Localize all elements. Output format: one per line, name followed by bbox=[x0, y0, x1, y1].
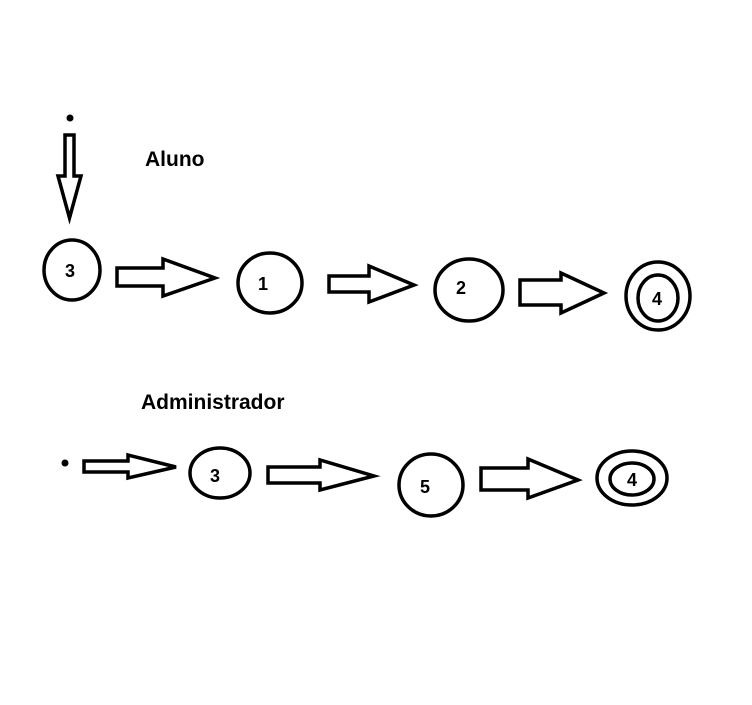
final-state-node: 4 bbox=[595, 449, 669, 507]
initial-state-dot bbox=[61, 459, 69, 467]
state-node: 3 bbox=[188, 446, 252, 500]
state-label: 4 bbox=[652, 289, 662, 309]
state-node: 5 bbox=[397, 452, 465, 518]
state-label: 3 bbox=[65, 261, 75, 281]
final-state-node: 4 bbox=[624, 260, 692, 332]
initial-transition-arrow bbox=[55, 133, 84, 225]
state-node: 3 bbox=[42, 238, 102, 302]
state-node: 1 bbox=[236, 251, 304, 315]
transition-arrow bbox=[266, 457, 381, 493]
diagram-aluno: Aluno 3 1 2 4 bbox=[42, 114, 692, 332]
diagram-administrador: Administrador 3 5 4 bbox=[61, 391, 669, 518]
transition-arrow bbox=[327, 263, 419, 305]
initial-state-dot bbox=[66, 114, 74, 122]
transition-arrow bbox=[479, 456, 583, 501]
initial-transition-arrow bbox=[82, 452, 177, 481]
diagram-title-aluno: Aluno bbox=[145, 148, 204, 171]
state-label: 3 bbox=[210, 466, 220, 486]
state-label: 5 bbox=[420, 477, 430, 497]
state-label: 2 bbox=[456, 278, 466, 298]
transition-arrow bbox=[518, 270, 609, 316]
state-label: 4 bbox=[627, 470, 637, 490]
state-node: 2 bbox=[433, 257, 505, 323]
state-label: 1 bbox=[258, 274, 268, 294]
diagram-title-administrador: Administrador bbox=[141, 391, 285, 414]
transition-arrow bbox=[115, 256, 221, 299]
